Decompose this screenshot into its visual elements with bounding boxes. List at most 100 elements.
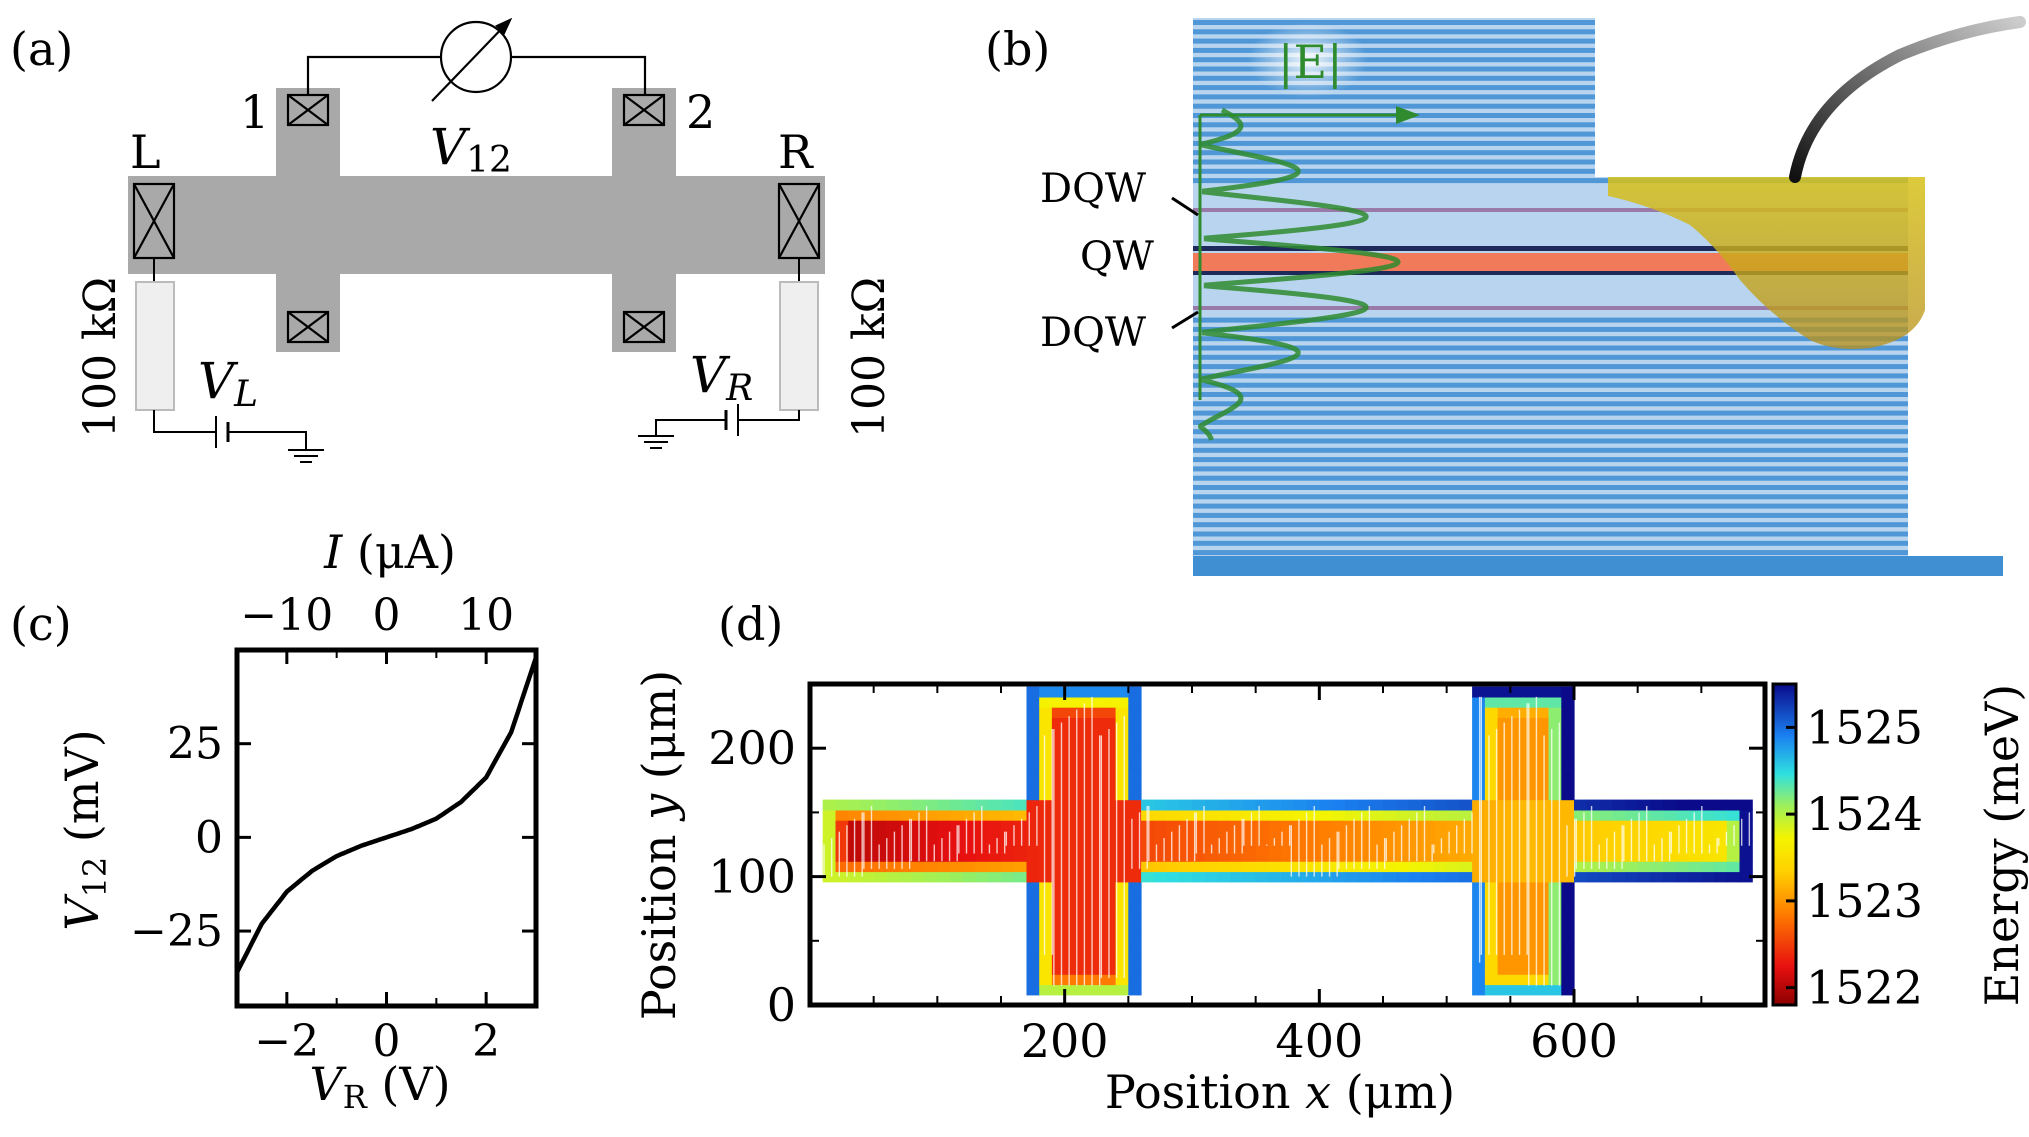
heatmap-cell (873, 871, 887, 883)
energy-map (822, 686, 1753, 996)
heatmap-cell (1548, 779, 1562, 790)
heatmap-cell (1408, 861, 1422, 873)
heatmap-cell (1726, 861, 1741, 873)
heatmap-cell (1510, 850, 1524, 862)
heatmap-cell (1306, 861, 1320, 873)
heatmap-cell (1624, 799, 1639, 811)
heatmap-cell (1472, 707, 1486, 718)
heatmap-cell (937, 840, 951, 852)
heatmap-cell (1064, 779, 1078, 790)
heatmap-cell (1561, 861, 1575, 873)
heatmap-cell (1204, 861, 1218, 873)
heatmap-cell (1548, 850, 1562, 862)
heatmap-cell (1574, 809, 1588, 821)
heatmap-cell (1561, 902, 1575, 914)
heatmap-cell (1268, 799, 1282, 811)
heatmap-cell (1459, 850, 1473, 862)
heatmap-cell (822, 809, 836, 821)
heatmap-cell (1128, 984, 1142, 996)
heatmap-cell (1535, 799, 1550, 811)
heatmap-cell (1306, 809, 1320, 821)
heatmap-cell (1179, 840, 1193, 852)
heatmap-cell (899, 840, 913, 852)
heatmap-cell (1561, 717, 1575, 729)
heatmap-cell (1166, 830, 1180, 842)
heatmap-cell (1726, 809, 1741, 821)
heatmap-cell (1484, 799, 1499, 811)
contact-3-pad (286, 310, 330, 344)
heatmap-cell (1192, 830, 1206, 842)
heatmap-cell (1612, 809, 1626, 821)
heatmap-cell (1090, 943, 1104, 955)
heatmap-cell (1548, 974, 1562, 986)
heatmap-cell (1217, 840, 1231, 852)
heatmap-cell (1612, 840, 1626, 852)
heatmap-cell (1472, 963, 1486, 975)
heatmap-cell (1535, 892, 1550, 903)
heatmap-cell (1574, 799, 1588, 811)
heatmap-cell (1204, 820, 1218, 831)
heatmap-cell (1548, 820, 1562, 831)
heatmap-cell (1663, 809, 1677, 821)
heatmap-cell (1090, 809, 1104, 821)
heatmap-cell (1472, 727, 1486, 739)
heatmap-cell (1051, 768, 1066, 780)
resistor-right (779, 281, 819, 411)
contact-4-pad (622, 310, 666, 344)
heatmap-cell (1548, 809, 1562, 821)
heatmap-cell (937, 809, 951, 821)
heatmap-cell (1408, 850, 1422, 862)
heatmap-cell (1446, 850, 1460, 862)
heatmap-cell (1548, 707, 1562, 718)
heatmap-cell (1153, 809, 1168, 821)
source-right-label: VR (690, 346, 753, 409)
heatmap-cell (1051, 717, 1066, 729)
heatmap-cell (1293, 871, 1308, 883)
heatmap-cell (1319, 871, 1333, 883)
heatmap-cell (1039, 974, 1053, 986)
heatmap-cell (1077, 984, 1091, 996)
heatmap-cell (1510, 758, 1524, 770)
heatmap-cell (1179, 850, 1193, 862)
heatmap-cell (822, 871, 836, 883)
d-xtick-label: 400 (1275, 1014, 1363, 1068)
heatmap-cell (1637, 820, 1651, 831)
heatmap-cell (1459, 861, 1473, 873)
heatmap-cell (1039, 850, 1053, 862)
heatmap-cell (1255, 799, 1269, 811)
heatmap-cell (1115, 748, 1129, 760)
heatmap-cell (1090, 737, 1104, 749)
heatmap-cell (1446, 820, 1460, 831)
heatmap-cell (1548, 696, 1562, 708)
heatmap-cell (1561, 727, 1575, 739)
heatmap-cell (988, 840, 1002, 852)
heatmap-cell (962, 799, 977, 811)
heatmap-cell (1064, 686, 1078, 698)
heatmap-cell (1561, 943, 1575, 955)
heatmap-cell (1128, 748, 1142, 760)
heatmap-cell (1650, 809, 1664, 821)
panel-b-structure: (b) |E| DQW QW DQW (985, 16, 2026, 576)
heatmap-cell (1281, 809, 1295, 821)
heatmap-cell (1230, 809, 1244, 821)
heatmap-cell (1523, 717, 1537, 729)
heatmap-cell (1535, 840, 1550, 852)
heatmap-cell (1064, 799, 1078, 811)
heatmap-cell (975, 871, 989, 883)
heatmap-cell (1510, 840, 1524, 852)
heatmap-cell (835, 861, 849, 873)
heatmap-cell (1497, 686, 1511, 698)
heatmap-cell (1268, 861, 1282, 873)
heatmap-cell (1535, 820, 1550, 831)
heatmap-cell (1013, 871, 1027, 883)
d-ytick-label: 0 (767, 978, 796, 1032)
heatmap-cell (1586, 850, 1600, 862)
heatmap-cell (1039, 789, 1053, 801)
mirror-layer (1193, 410, 1908, 416)
heatmap-cell (1204, 850, 1218, 862)
heatmap-cell (1268, 840, 1282, 852)
heatmap-cell (1637, 809, 1651, 821)
heatmap-cell (1051, 953, 1066, 965)
heatmap-cell (1535, 717, 1550, 729)
heatmap-cell (1128, 758, 1142, 770)
